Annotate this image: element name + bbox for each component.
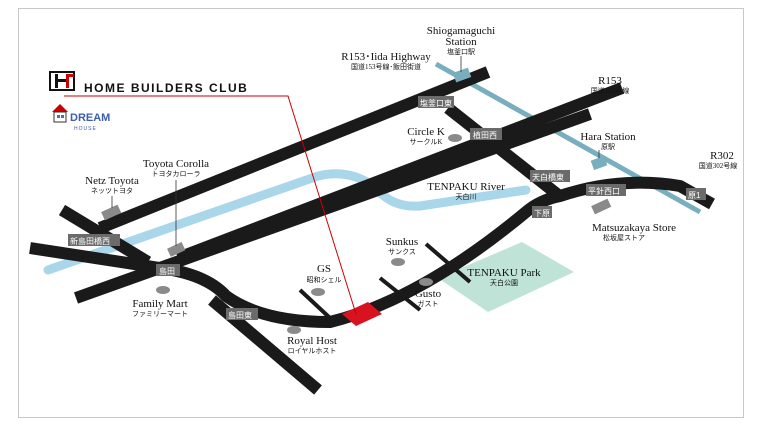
dream-house-logo: DREAM HOUSE (52, 104, 110, 132)
sign-shimada: 島田 (159, 266, 175, 276)
circle-k-jp: サークルK (410, 138, 443, 146)
family-mart-label: Family Mart (132, 298, 187, 310)
house-icon (52, 104, 68, 112)
tenpaku-park-label: TENPAKU Park (467, 267, 541, 279)
sign-tenpakubashi: 天白橋東 (532, 172, 564, 182)
hara-station-label: Hara Station (580, 131, 636, 143)
toyota-corolla-label: Toyota Corolla (143, 158, 209, 170)
circle-k-label: Circle K (407, 126, 445, 138)
netz-toyota-jp: ネッツトヨタ (91, 186, 133, 195)
r302-jp: 国道302号線 (699, 161, 738, 170)
brand-name: HOME BUILDERS CLUB (84, 81, 248, 95)
toyota-corolla-jp: トヨタカローラ (152, 169, 201, 178)
r302-label: R302 (710, 150, 734, 162)
tenpaku-park-area (438, 242, 574, 312)
gusto-marker (419, 278, 433, 286)
sign-shiogamaguchi-bg (418, 96, 454, 108)
road-side-sunkus (424, 242, 472, 284)
poi-labels: Shiogamaguchi Station 塩釜口駅 R153･Iida Hig… (85, 25, 737, 355)
r153-iida-jp: 国道153号線･飯田街道 (351, 62, 421, 71)
tenpaku-park-jp: 天白公園 (490, 278, 518, 287)
sign-shinshimadabashi: 新島田橋西 (70, 236, 110, 246)
sign-shimadahigashi-bg (226, 308, 258, 320)
sunkus-label: Sunkus (386, 236, 418, 248)
sign-shimohara: 下原 (534, 209, 550, 218)
sign-hara1-bg (686, 188, 706, 200)
shiogamaguchi-jp: 塩釜口駅 (447, 47, 475, 56)
circle-k-marker (448, 134, 462, 142)
sign-hariminami: 平針西口 (588, 186, 620, 196)
gusto-label: Gusto (415, 288, 442, 300)
matsuzakaya-label: Matsuzakaya Store (592, 222, 676, 234)
sign-shimohara-bg (532, 206, 552, 218)
road-diagonal (444, 103, 566, 203)
sunkus-marker (391, 258, 405, 266)
sign-shimadahigashi: 島田東 (228, 310, 252, 320)
road-side-gs (298, 288, 332, 320)
netz-toyota-marker (101, 204, 122, 221)
road-signs: 塩釜口東 植田西 天白橋東 平針西口 下原 原1 新島田橋西 島田 島田東 (68, 96, 706, 320)
gusto-jp: ガスト (418, 299, 439, 308)
family-mart-jp: ファミリーマート (132, 310, 188, 318)
family-mart-marker (156, 286, 170, 294)
tenpaku-river-label: TENPAKU River (427, 181, 505, 193)
gs-marker (311, 288, 325, 296)
house-text: HOUSE (74, 126, 97, 132)
sunkus-jp: サンクス (388, 248, 416, 256)
r153-jp: 国道153号線 (591, 86, 630, 95)
sign-shiogamaguchi: 塩釜口東 (420, 98, 452, 108)
royal-host-label: Royal Host (287, 335, 337, 347)
hara-station-marker (590, 155, 608, 171)
sign-hara1: 原1 (688, 191, 701, 200)
sign-shinshimadabashi-bg (68, 234, 120, 246)
dream-text: DREAM (70, 112, 110, 124)
destination-leader-line (64, 95, 357, 315)
sign-uedanishi: 植田西 (473, 130, 497, 140)
matsuzakaya-jp: 松坂屋ストア (603, 233, 645, 242)
tenpaku-river-jp: 天白川 (456, 192, 477, 201)
road-side-gusto (378, 276, 422, 312)
map-frame (18, 8, 744, 418)
sign-uedanishi-bg (470, 128, 502, 140)
royal-host-marker (287, 326, 301, 334)
sign-hariminami-bg (586, 184, 626, 196)
netz-toyota-label: Netz Toyota (85, 175, 139, 187)
matsuzakaya-marker (591, 198, 612, 215)
destination-marker (342, 302, 382, 326)
shiogamaguchi-station-marker (452, 67, 472, 83)
gs-label: GS (317, 263, 331, 275)
r153-label: R153 (598, 75, 622, 87)
shiogamaguchi-label-2: Station (445, 36, 477, 48)
hara-station-jp: 原駅 (601, 143, 615, 151)
r153-iida-label: R153･Iida Highway (341, 51, 431, 63)
royal-host-jp: ロイヤルホスト (288, 347, 337, 355)
gs-jp: 昭和シェル (307, 275, 342, 284)
toyota-corolla-marker (167, 241, 186, 257)
hbc-logo: HOME BUILDERS CLUB (49, 71, 248, 95)
sign-shimada-bg (156, 264, 180, 276)
shiogamaguchi-label: Shiogamaguchi (427, 25, 495, 37)
sign-tenpakubashi-bg (530, 170, 570, 182)
